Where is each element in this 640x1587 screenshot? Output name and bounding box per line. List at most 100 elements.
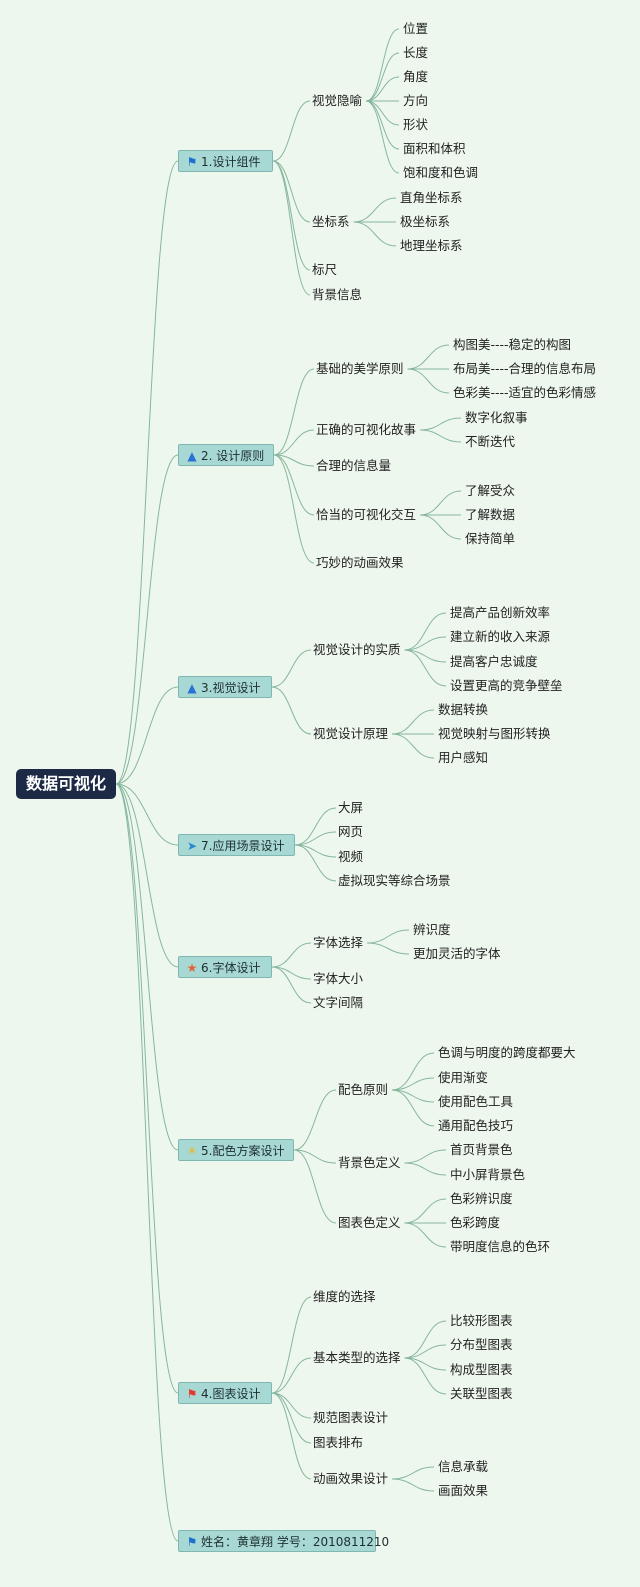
branch-link: [115, 686, 179, 785]
leaf-link: [419, 429, 462, 443]
leaf-topic[interactable]: 通用配色技巧: [438, 1118, 514, 1133]
leaf-topic[interactable]: 用户感知: [438, 750, 489, 765]
leaf-topic[interactable]: 方向: [403, 93, 429, 108]
main-topic[interactable]: ★6.字体设计: [178, 956, 272, 978]
leaf-topic[interactable]: 更加灵活的字体: [413, 946, 501, 961]
leaf-topic[interactable]: 关联型图表: [450, 1386, 513, 1401]
leaf-link: [404, 636, 447, 651]
leaf-topic[interactable]: 构成型图表: [450, 1362, 513, 1377]
subtopic[interactable]: 字体大小: [313, 971, 364, 986]
leaf-topic[interactable]: 中小屏背景色: [450, 1167, 526, 1182]
leaf-topic[interactable]: 数字化叙事: [465, 410, 528, 425]
root-topic[interactable]: 数据可视化: [16, 769, 116, 799]
main-topic-label: 5.配色方案设计: [201, 1144, 285, 1158]
leaf-topic[interactable]: 地理坐标系: [400, 238, 463, 253]
subtopic-link: [272, 100, 311, 162]
leaf-topic[interactable]: 比较形图表: [450, 1313, 513, 1328]
leaf-topic[interactable]: 首页背景色: [450, 1142, 513, 1157]
leaf-topic[interactable]: 角度: [403, 69, 429, 84]
subtopic[interactable]: 文字间隔: [313, 995, 364, 1010]
subtopic[interactable]: 维度的选择: [313, 1289, 376, 1304]
main-topic[interactable]: ⚑4.图表设计: [178, 1382, 272, 1404]
leaf-topic[interactable]: 构图美----稳定的构图: [453, 337, 572, 352]
leaf-topic[interactable]: 信息承载: [438, 1459, 489, 1474]
leaf-link: [407, 344, 450, 370]
subtopic-link: [271, 649, 312, 688]
subtopic[interactable]: 视觉设计的实质: [313, 642, 401, 657]
main-topic-label: 3.视觉设计: [201, 681, 261, 695]
subtopic-link: [293, 1089, 337, 1151]
leaf-link: [391, 1089, 435, 1127]
leaf-topic[interactable]: 提高产品创新效率: [450, 605, 551, 620]
subtopic[interactable]: 恰当的可视化交互: [316, 507, 417, 522]
subtopic[interactable]: 视觉隐喻: [312, 93, 363, 108]
leaf-link: [404, 1320, 447, 1359]
leaf-link: [419, 490, 462, 516]
leaf-topic[interactable]: 色彩跨度: [450, 1215, 501, 1230]
leaf-topic[interactable]: 数据转换: [438, 702, 489, 717]
subtopic-link: [293, 1149, 337, 1224]
main-topic[interactable]: ⚑1.设计组件: [178, 150, 273, 172]
subtopic[interactable]: 视频: [338, 849, 364, 864]
main-topic[interactable]: ⚑姓名：黄章翔 学号：2010811210: [178, 1530, 389, 1552]
leaf-topic[interactable]: 极坐标系: [400, 214, 451, 229]
subtopic[interactable]: 动画效果设计: [313, 1471, 389, 1486]
leaf-topic[interactable]: 建立新的收入来源: [450, 629, 551, 644]
subtopic[interactable]: 正确的可视化故事: [316, 422, 417, 437]
branch-link: [115, 783, 179, 846]
subtopic[interactable]: 基础的美学原则: [316, 361, 404, 376]
leaf-topic[interactable]: 布局美----合理的信息布局: [453, 361, 597, 376]
subtopic[interactable]: 虚拟现实等综合场景: [338, 873, 451, 888]
leaf-link: [404, 1222, 447, 1248]
subtopic[interactable]: 图表排布: [313, 1435, 364, 1450]
leaf-topic[interactable]: 辨识度: [413, 922, 451, 937]
leaf-link: [391, 1077, 435, 1091]
subtopic[interactable]: 图表色定义: [338, 1215, 401, 1230]
branch-link: [115, 783, 179, 1151]
leaf-topic[interactable]: 使用渐变: [438, 1070, 489, 1085]
main-topic[interactable]: ▲2. 设计原则: [178, 444, 274, 466]
leaf-topic[interactable]: 带明度信息的色环: [450, 1239, 551, 1254]
leaf-topic[interactable]: 色调与明度的跨度都要大: [438, 1045, 576, 1060]
leaf-topic[interactable]: 直角坐标系: [400, 190, 463, 205]
leaf-topic[interactable]: 了解受众: [465, 483, 516, 498]
leaf-topic[interactable]: 设置更高的竞争壁垒: [450, 678, 563, 693]
subtopic[interactable]: 坐标系: [312, 214, 350, 229]
leaf-topic[interactable]: 提高客户忠诚度: [450, 654, 538, 669]
leaf-topic[interactable]: 使用配色工具: [438, 1094, 514, 1109]
leaf-topic[interactable]: 色彩美----适宜的色彩情感: [453, 385, 597, 400]
leaf-topic[interactable]: 不断迭代: [465, 434, 516, 449]
leaf-link: [365, 100, 400, 150]
main-topic[interactable]: ☀5.配色方案设计: [178, 1139, 294, 1161]
leaf-topic[interactable]: 饱和度和色调: [403, 165, 479, 180]
leaf-topic[interactable]: 形状: [403, 117, 429, 132]
subtopic[interactable]: 网页: [338, 824, 364, 839]
leaf-topic[interactable]: 保持简单: [465, 531, 516, 546]
subtopic[interactable]: 背景色定义: [338, 1155, 401, 1170]
subtopic[interactable]: 基本类型的选择: [313, 1350, 401, 1365]
leaf-topic[interactable]: 长度: [403, 45, 429, 60]
subtopic[interactable]: 配色原则: [338, 1082, 389, 1097]
main-topic[interactable]: ➤7.应用场景设计: [178, 834, 295, 856]
leaf-link: [366, 942, 410, 955]
leaf-topic[interactable]: 位置: [403, 21, 429, 36]
main-topic[interactable]: ▲3.视觉设计: [178, 676, 272, 698]
yellow-sun-icon: ☀: [186, 1144, 198, 1158]
blue-flag-icon: ⚑: [186, 1535, 198, 1549]
subtopic[interactable]: 大屏: [338, 800, 364, 815]
leaf-topic[interactable]: 了解数据: [465, 507, 516, 522]
subtopic-link: [271, 1357, 312, 1394]
subtopic[interactable]: 标尺: [312, 262, 338, 277]
subtopic[interactable]: 背景信息: [312, 287, 363, 302]
subtopic[interactable]: 视觉设计原理: [313, 726, 389, 741]
leaf-topic[interactable]: 视觉映射与图形转换: [438, 726, 551, 741]
subtopic[interactable]: 合理的信息量: [316, 458, 392, 473]
subtopic[interactable]: 规范图表设计: [313, 1410, 389, 1425]
leaf-topic[interactable]: 画面效果: [438, 1483, 489, 1498]
leaf-topic[interactable]: 面积和体积: [403, 141, 466, 156]
leaf-topic[interactable]: 分布型图表: [450, 1337, 513, 1352]
subtopic[interactable]: 字体选择: [313, 935, 364, 950]
leaf-link: [419, 417, 462, 431]
leaf-topic[interactable]: 色彩辨识度: [450, 1191, 513, 1206]
subtopic[interactable]: 巧妙的动画效果: [316, 555, 404, 570]
